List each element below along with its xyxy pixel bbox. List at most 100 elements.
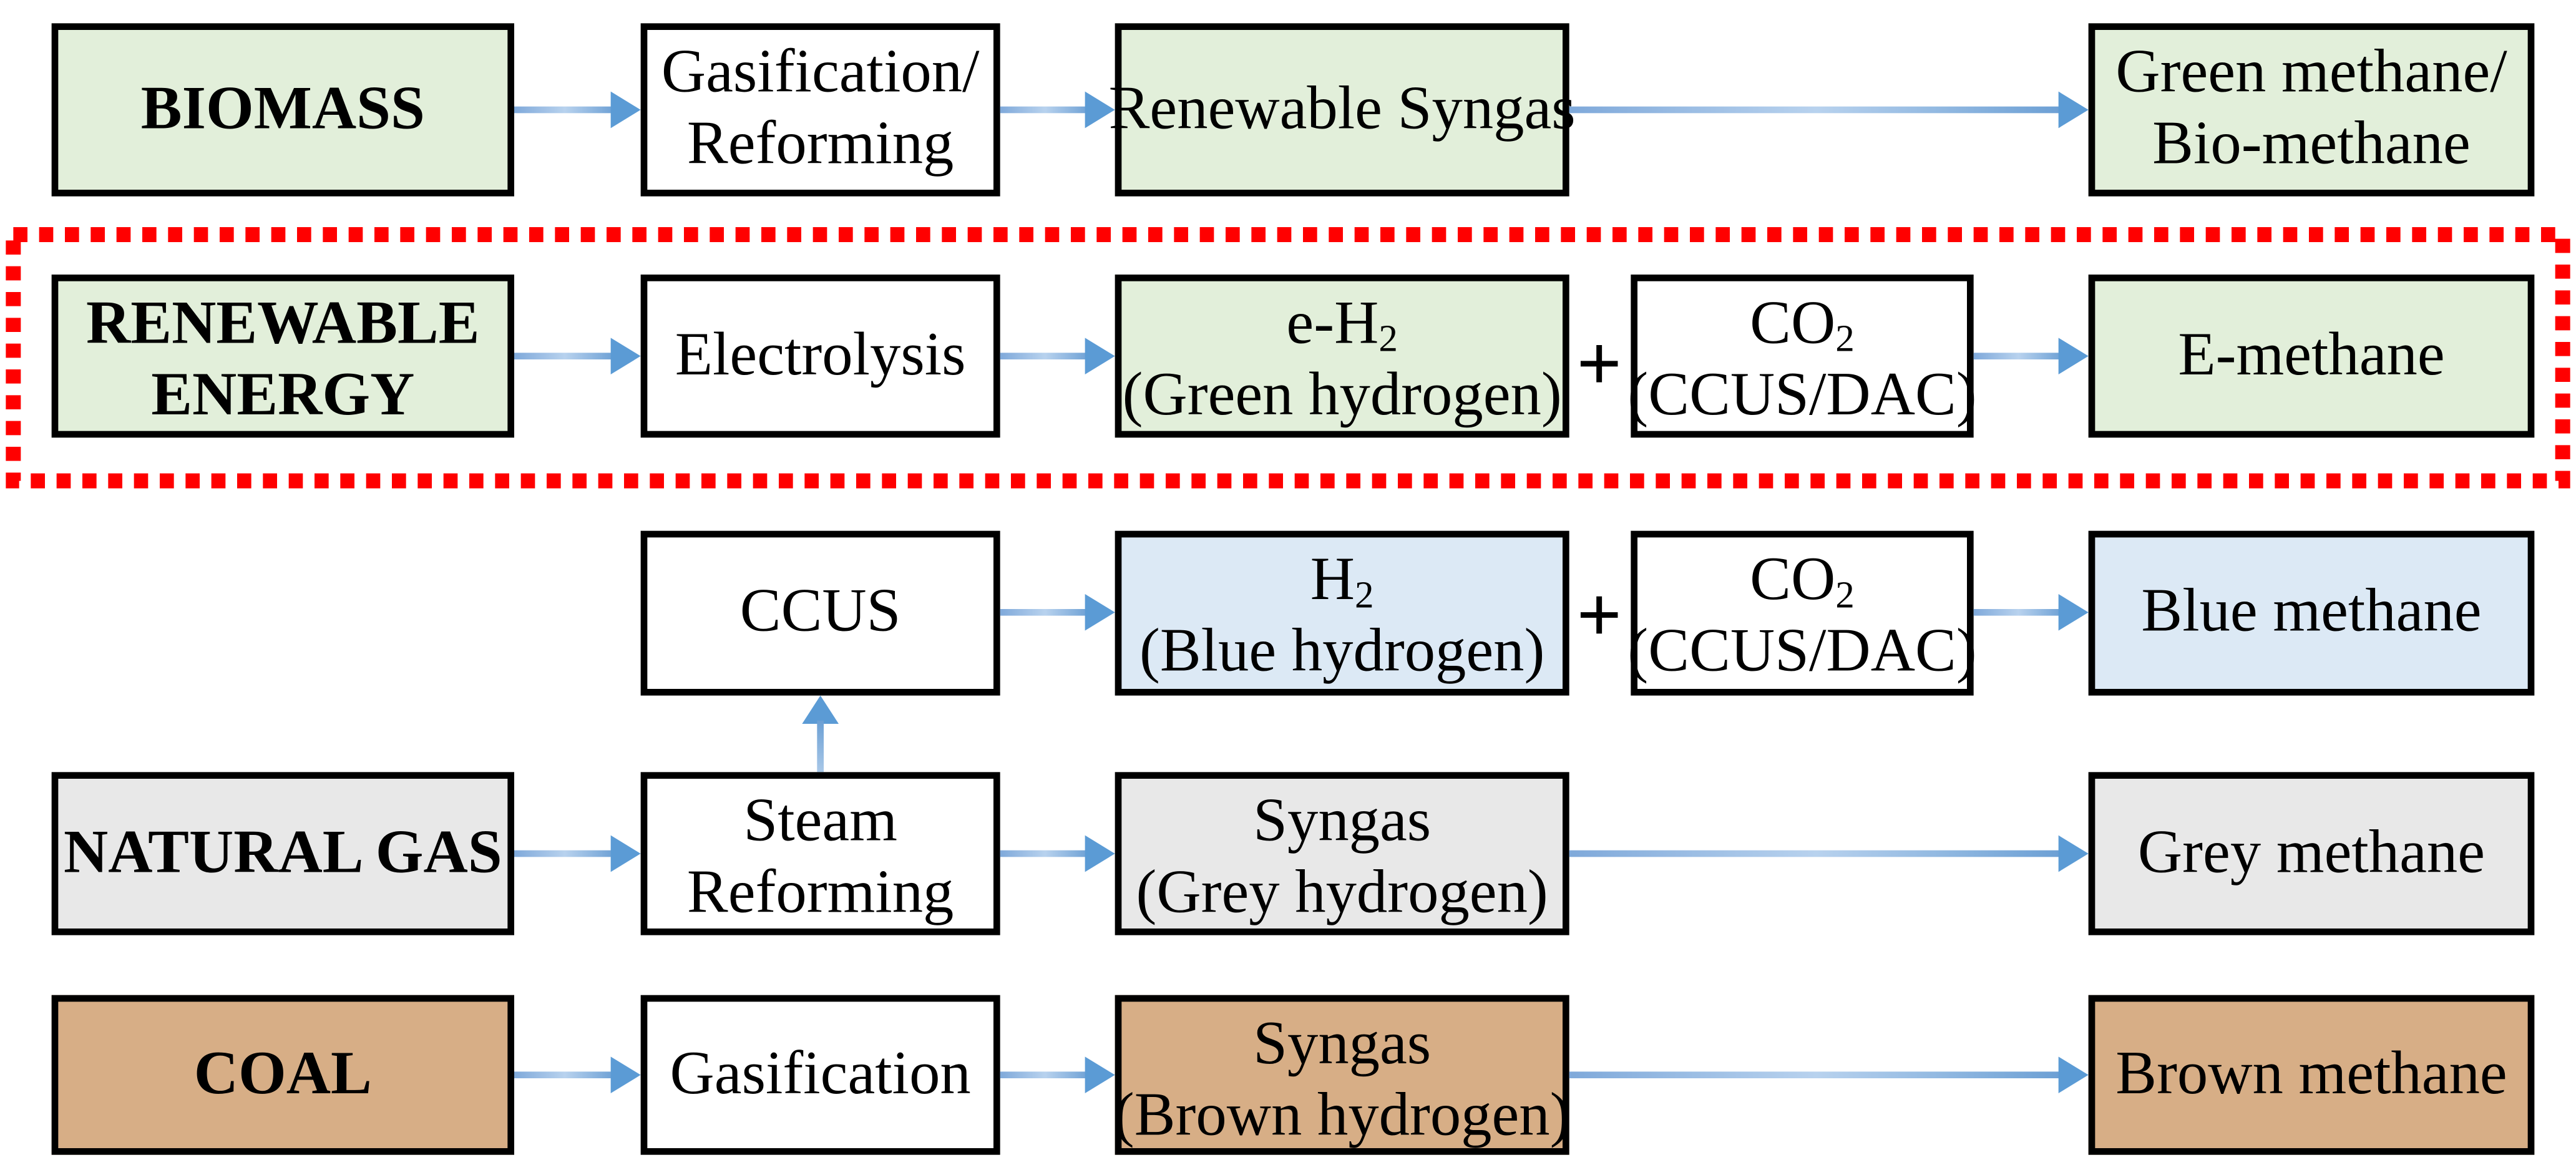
renewable-syngas-box: Renewable Syngas <box>1109 23 1576 197</box>
arrow-stem <box>1000 1071 1090 1079</box>
arrow-steam-reforming-to-grey-syngas <box>1000 835 1115 872</box>
renewable-energy-line2: ENERGY <box>151 360 415 429</box>
arrow-co2-to-e-methane <box>1973 338 2089 375</box>
arrow-stem <box>1000 850 1090 857</box>
e-h2-formula: e-H2 <box>1286 290 1398 360</box>
arrow-head <box>1085 91 1115 129</box>
grey-syngas-line2: (Grey hydrogen) <box>1136 857 1548 927</box>
arrow-head <box>610 1056 641 1094</box>
biomass-source-box: BIOMASS <box>51 23 515 197</box>
biomass-label: BIOMASS <box>140 74 425 143</box>
arrow-head <box>1085 338 1115 375</box>
arrow-head <box>2058 835 2089 872</box>
green-methane-line1: Green methane/ <box>2115 38 2507 107</box>
arrow-renewable-to-electrolysis <box>514 338 641 375</box>
plus-sign-renewable-row: + <box>1576 320 1622 409</box>
brown-syngas-line1: Syngas <box>1253 1010 1432 1079</box>
arrow-electrolysis-to-eh2 <box>1000 338 1115 375</box>
brown-methane-label: Brown methane <box>2115 1039 2507 1108</box>
renewable-energy-source-box: RENEWABLE ENERGY <box>51 275 515 438</box>
arrow-head <box>1085 835 1115 872</box>
arrow-stem <box>514 1071 616 1079</box>
renewable-energy-line1: RENEWABLE <box>86 290 480 358</box>
plus-sign-ccus-row: + <box>1576 572 1622 660</box>
arrow-head <box>802 695 839 724</box>
electrolysis-label: Electrolysis <box>675 320 966 389</box>
co2-ccus-dac-box-blue: CO2 (CCUS/DAC) <box>1627 530 1977 696</box>
natural-gas-source-box: NATURAL GAS <box>51 772 515 935</box>
e-h2-formula-main: e-H <box>1286 290 1379 358</box>
arrow-stem <box>514 353 616 360</box>
grey-syngas-line1: Syngas <box>1253 787 1432 855</box>
arrow-stem <box>1000 609 1090 616</box>
arrow-head <box>2058 91 2089 129</box>
e-h2-formula-subscript: 2 <box>1378 318 1398 360</box>
grey-syngas-box: Syngas (Grey hydrogen) <box>1115 772 1569 935</box>
ccus-label: CCUS <box>739 577 901 646</box>
electrolysis-box: Electrolysis <box>640 275 1000 438</box>
gasification-reforming-line2: Reforming <box>686 110 954 178</box>
arrow-brown-syngas-to-brown-methane <box>1569 1056 2089 1094</box>
blue-methane-label: Blue methane <box>2141 577 2482 646</box>
e-methane-box: E-methane <box>2088 275 2535 438</box>
co2-formula-main: CO <box>1750 290 1836 358</box>
arrow-head <box>610 91 641 129</box>
h2-formula: H2 <box>1310 546 1374 617</box>
arrow-grey-syngas-to-grey-methane <box>1569 835 2089 872</box>
h2-formula-subscript: 2 <box>1355 574 1374 616</box>
grey-methane-box: Grey methane <box>2088 772 2535 935</box>
arrow-head <box>2058 1056 2089 1094</box>
coal-source-box: COAL <box>51 995 515 1155</box>
steam-reforming-line2: Reforming <box>686 857 954 927</box>
co2-formula: CO2 <box>1750 290 1855 360</box>
arrow-stem <box>1569 106 2064 114</box>
h2-formula-main: H <box>1310 545 1355 615</box>
arrow-stem <box>1973 353 2064 360</box>
natural-gas-label: NATURAL GAS <box>64 818 502 887</box>
arrow-stem <box>1569 1071 2064 1079</box>
arrow-syngas-to-green-methane <box>1569 91 2089 129</box>
arrow-stem <box>514 850 616 857</box>
arrow-coal-to-gasification <box>514 1056 641 1094</box>
co2-ccus-dac-box-renewable: CO2 (CCUS/DAC) <box>1627 275 1977 438</box>
renewable-syngas-label: Renewable Syngas <box>1108 74 1576 143</box>
arrow-stem <box>817 720 824 773</box>
co2-formula: CO2 <box>1750 546 1855 617</box>
gasification-label: Gasification <box>670 1039 971 1108</box>
e-h2-box: e-H2 (Green hydrogen) <box>1115 275 1569 438</box>
arrow-gasification-to-syngas <box>1000 91 1115 129</box>
gasification-reforming-line1: Gasification/ <box>661 38 980 107</box>
arrow-biomass-to-gasification <box>514 91 641 129</box>
arrow-stem <box>1000 106 1090 114</box>
grey-methane-label: Grey methane <box>2137 818 2486 887</box>
arrow-head <box>1085 1056 1115 1094</box>
co2-formula-main: CO <box>1750 545 1836 615</box>
green-methane-box: Green methane/ Bio-methane <box>2088 23 2535 197</box>
e-h2-caption: (Green hydrogen) <box>1122 360 1562 429</box>
h2-blue-box: H2 (Blue hydrogen) <box>1115 530 1569 696</box>
arrow-natural-gas-to-steam-reforming <box>514 835 641 872</box>
brown-syngas-box: Syngas (Brown hydrogen) <box>1113 995 1571 1155</box>
steam-reforming-line1: Steam <box>743 787 897 855</box>
green-methane-line2: Bio-methane <box>2152 110 2471 178</box>
ccus-box: CCUS <box>640 530 1000 696</box>
highlight-dotted-border <box>6 227 2570 489</box>
arrow-ccus-to-h2 <box>1000 594 1115 631</box>
arrow-head <box>2058 338 2089 375</box>
arrow-stem <box>514 106 616 114</box>
arrow-stem <box>1973 609 2064 616</box>
co2-caption: (CCUS/DAC) <box>1627 617 1977 685</box>
h2-caption: (Blue hydrogen) <box>1139 617 1545 685</box>
arrow-head <box>2058 594 2089 631</box>
arrow-head <box>610 338 641 375</box>
gasification-box: Gasification <box>640 995 1000 1155</box>
co2-formula-subscript: 2 <box>1835 318 1855 360</box>
brown-syngas-line2: (Brown hydrogen) <box>1113 1081 1571 1149</box>
e-methane-label: E-methane <box>2178 320 2445 389</box>
blue-methane-box: Blue methane <box>2088 530 2535 696</box>
arrow-stem <box>1569 850 2064 857</box>
arrow-stem <box>1000 353 1090 360</box>
arrow-head <box>1085 594 1115 631</box>
gasification-reforming-box: Gasification/ Reforming <box>640 23 1000 197</box>
